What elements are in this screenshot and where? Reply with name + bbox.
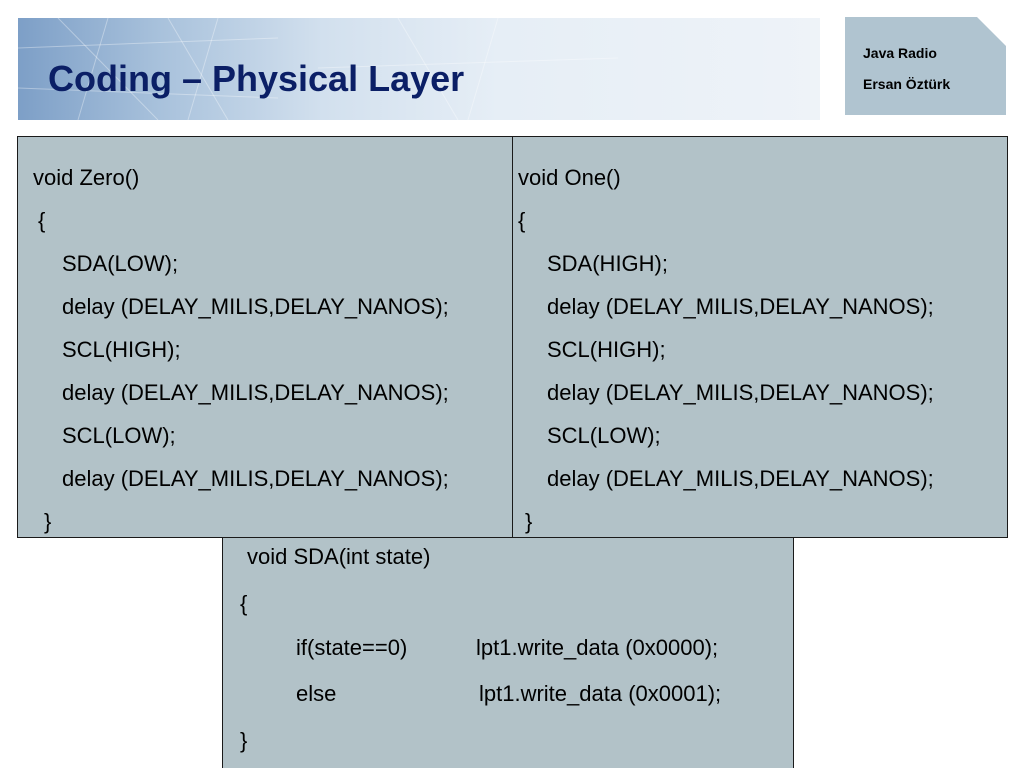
code-line: }	[240, 728, 248, 753]
code-line: delay (DELAY_MILIS,DELAY_NANOS);	[62, 380, 449, 405]
banner-decoration	[18, 18, 619, 120]
code-line: if(state==0)	[296, 635, 408, 660]
code-line: }	[525, 509, 533, 534]
page-title: Coding – Physical Layer	[48, 58, 465, 99]
code-line: delay (DELAY_MILIS,DELAY_NANOS);	[62, 466, 449, 491]
code-line: lpt1.write_data (0x0000);	[476, 635, 719, 660]
code-line: delay (DELAY_MILIS,DELAY_NANOS);	[547, 466, 934, 491]
code-line: }	[44, 509, 52, 534]
sda-function-box: void SDA(int state) { if(state==0) lpt1.…	[222, 537, 794, 768]
code-line: SCL(HIGH);	[62, 337, 181, 362]
code-line: else	[296, 681, 337, 706]
header-banner: Coding – Physical Layer	[18, 18, 820, 120]
code-line: void Zero()	[33, 165, 140, 190]
code-line: delay (DELAY_MILIS,DELAY_NANOS);	[547, 380, 934, 405]
code-line: void One()	[518, 165, 621, 190]
code-line: void SDA(int state)	[247, 544, 431, 569]
one-function-box: void One() { SDA(HIGH); delay (DELAY_MIL…	[512, 136, 1008, 538]
author-info-card: Java Radio Ersan Öztürk	[845, 17, 1006, 115]
code-line: SDA(LOW);	[62, 251, 179, 276]
code-line: delay (DELAY_MILIS,DELAY_NANOS);	[62, 294, 449, 319]
zero-function-box: void Zero() { SDA(LOW); delay (DELAY_MIL…	[17, 136, 513, 538]
code-line: SCL(LOW);	[62, 423, 176, 448]
code-line: {	[38, 208, 46, 233]
author-label: Ersan Öztürk	[863, 76, 951, 92]
code-line: lpt1.write_data (0x0001);	[479, 681, 722, 706]
code-line: delay (DELAY_MILIS,DELAY_NANOS);	[547, 294, 934, 319]
code-line: {	[240, 591, 248, 616]
code-line: SDA(HIGH);	[547, 251, 668, 276]
code-line: SCL(HIGH);	[547, 337, 666, 362]
code-line: {	[518, 208, 526, 233]
course-label: Java Radio	[863, 45, 937, 61]
code-line: SCL(LOW);	[547, 423, 661, 448]
